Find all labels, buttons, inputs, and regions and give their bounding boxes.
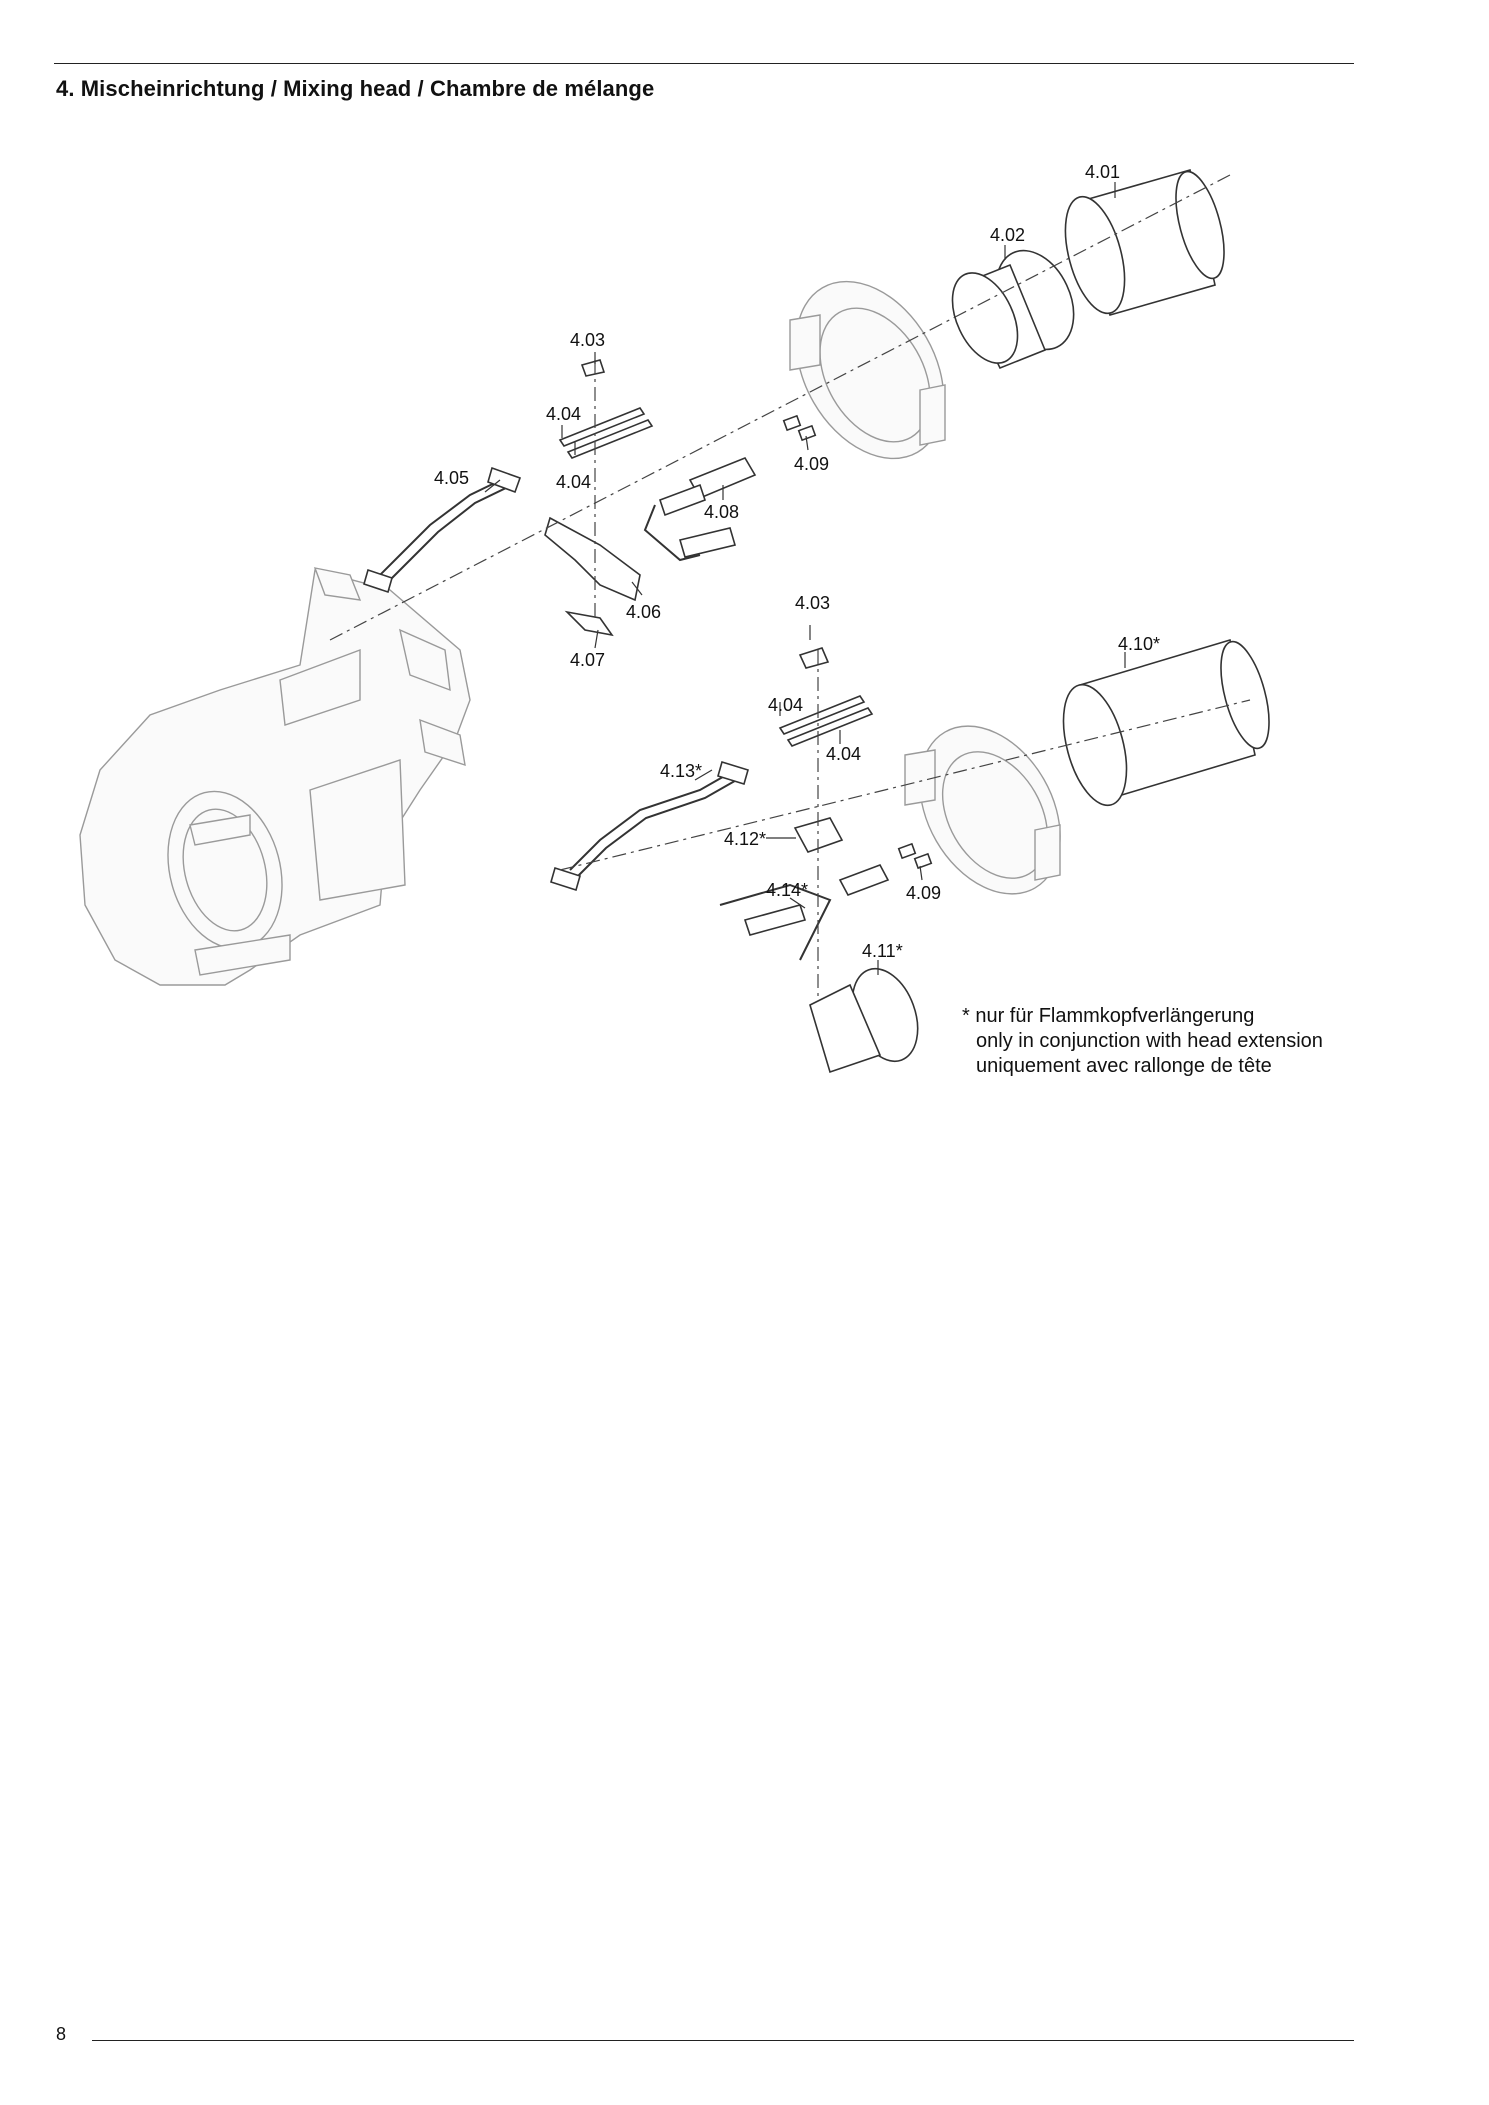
callout-4-08: 4.08 (704, 502, 739, 522)
callout-4-03: 4.03 (570, 330, 605, 350)
callout-4-09: 4.09 (906, 883, 941, 903)
callout-4-12: 4.12* (724, 829, 766, 849)
callout-4-06: 4.06 (626, 602, 661, 622)
note-line-en: only in conjunction with head extension (976, 1030, 1323, 1052)
callout-4-04: 4.04 (556, 472, 591, 492)
callout-4-04: 4.04 (768, 695, 803, 715)
section-title: 4. Mischeinrichtung / Mixing head / Cham… (56, 76, 655, 101)
page-number: 8 (56, 2024, 67, 2044)
bottom-rule (92, 2040, 1354, 2041)
callout-4-10: 4.10* (1118, 634, 1160, 654)
leader-lines (484, 182, 1126, 975)
top-rule (54, 63, 1354, 64)
lower-assembly (550, 638, 1270, 1074)
callout-4-01: 4.01 (1085, 162, 1120, 182)
callout-4-09: 4.09 (794, 454, 829, 474)
callout-4-11: 4.11* (862, 941, 903, 961)
upper-assembly (329, 168, 1231, 641)
note-line-fr: uniquement avec rallonge de tête (976, 1055, 1272, 1077)
callout-4-05: 4.05 (434, 468, 469, 488)
exploded-view-drawing: 4.01 4.02 4.03 4.04 4.04 4.05 4.06 4.07 … (79, 162, 1270, 1074)
callout-4-07: 4.07 (570, 650, 605, 670)
note-line-de: * nur für Flammkopfverlängerung (962, 1005, 1255, 1027)
callout-4-02: 4.02 (990, 225, 1025, 245)
callout-4-04: 4.04 (546, 404, 581, 424)
callout-4-04: 4.04 (826, 744, 861, 764)
footnote-head-extension: * nur für Flammkopfverlängerung only in … (962, 1004, 1323, 1079)
burner-housing (79, 567, 471, 986)
callout-4-13: 4.13* (660, 761, 702, 781)
callout-4-03: 4.03 (795, 593, 830, 613)
callout-4-14: 4.14* (766, 880, 808, 900)
